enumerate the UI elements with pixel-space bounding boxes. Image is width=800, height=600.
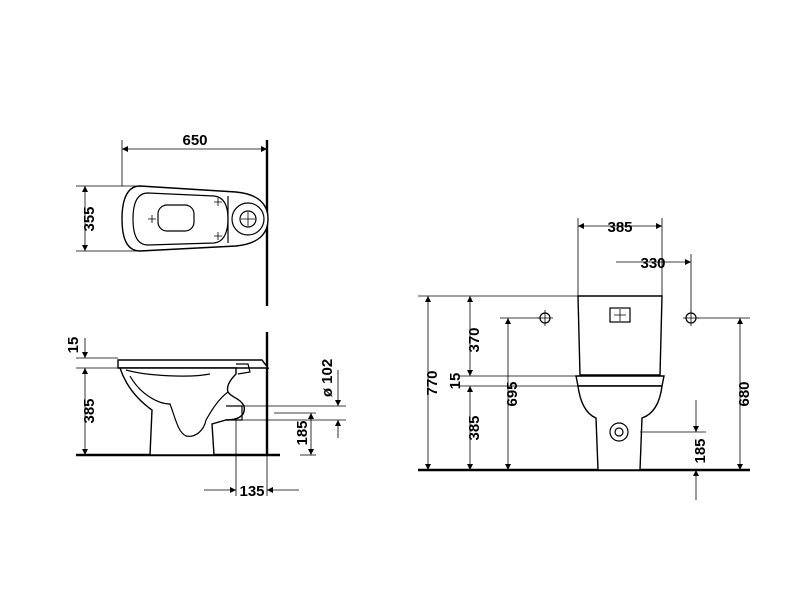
dimension-330: 330 [640,255,665,272]
side-view: 15 385 ø 102 185 135 [65,332,346,500]
dimension-diameter-102: ø 102 [319,359,336,397]
dimension-770: 770 [424,370,441,395]
cistern-connection-top [231,202,265,236]
trap-side [129,375,229,437]
bowl-outline-top [121,185,269,252]
cross-mark-b [214,232,222,240]
cross-mark-c [241,212,255,226]
cistern-front [577,295,663,376]
cross-mark-d [148,215,156,223]
dimension-185-front: 185 [692,438,709,463]
dimension-385-top: 385 [607,219,632,236]
outlet-side [226,405,243,421]
top-view: 650 355 [76,132,269,306]
dimension-355-top: 355 [81,206,98,231]
dimension-370: 370 [466,327,483,352]
outlet-front [609,422,629,442]
seat-opening-top [157,204,195,232]
flush-button-front [609,307,631,323]
cross-mark-a [214,198,222,206]
dimension-695: 695 [504,381,521,406]
seat-side [117,359,270,369]
dimension-385-front: 385 [466,415,483,440]
flush-hole-top [239,210,257,228]
seat-front [575,375,665,387]
dimension-15-front: 15 [447,373,464,390]
dimension-385-side: 385 [81,398,98,423]
bowl-body-side [119,367,245,456]
front-view: 385 330 770 370 15 385 695 680 185 [418,218,753,500]
dimension-15-side: 15 [65,337,82,354]
dimension-650: 650 [182,132,207,149]
bowl-inner-top [132,192,229,246]
dimension-185-side: 185 [294,420,311,445]
bowl-interior-side [125,369,211,377]
dimension-680: 680 [736,381,753,406]
dimension-135: 135 [239,483,264,500]
rim-detail-side [236,363,251,375]
